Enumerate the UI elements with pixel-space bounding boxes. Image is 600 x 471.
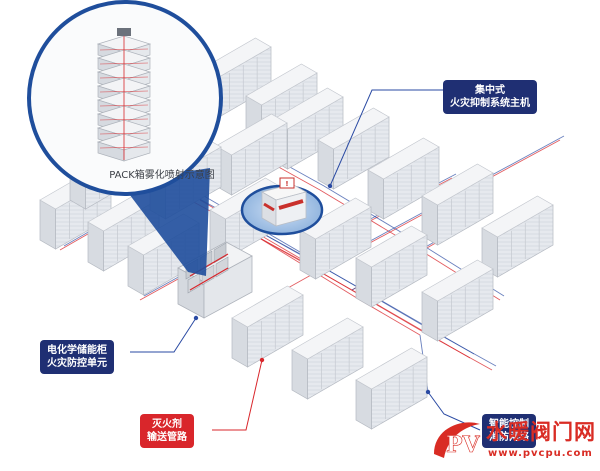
central-host-line-2: 火灾抑制系统主机 (450, 98, 530, 109)
storage-cabinet (317, 107, 390, 190)
pack-zoom-circle (27, 0, 223, 196)
pv-logo-icon: PV (434, 422, 481, 458)
cabinet-unit-callout: 电化学储能柜 火灾防控单元 (40, 340, 114, 374)
svg-text:!: ! (285, 180, 288, 188)
cabinet-unit-line-2: 火灾防控单元 (47, 358, 107, 369)
storage-cabinet (291, 317, 364, 400)
smart-control-line-1: 智能控制 (489, 419, 529, 430)
storage-cabinet (421, 259, 494, 342)
pv-logo-text: PV (446, 432, 481, 458)
watermark-url: www.pvcpu.com (488, 448, 593, 459)
pack-diagram-label: PACK箱雾化喷射示意图 (109, 170, 215, 181)
storage-cabinet (215, 113, 288, 196)
cabinet-unit-line-1: 电化学储能柜 (47, 345, 107, 356)
central-host-line-1: 集中式 (475, 85, 505, 96)
pipe-callout: 灭火剂 输送管路 (140, 414, 194, 448)
storage-cabinet (355, 347, 428, 430)
central-host-unit: ! (240, 177, 324, 236)
pack-stack (96, 28, 152, 162)
storage-cabinet (481, 195, 554, 278)
watermark: PV 水暖阀门网 www.pvcpu.com (428, 412, 598, 468)
storage-cabinet (355, 225, 428, 308)
storage-cabinet (367, 137, 440, 220)
storage-cabinet (231, 285, 304, 368)
storage-cabinet (299, 197, 372, 280)
smart-control-line-2: 消防网络 (489, 432, 529, 443)
pack-nozzle-head (117, 28, 131, 36)
zoom-cone (120, 168, 210, 276)
storage-cabinet (421, 163, 494, 246)
watermark-text: 水暖阀门网 (486, 420, 596, 444)
smart-control-callout: 智能控制 消防网络 (482, 414, 536, 448)
central-host-callout: 集中式 火灾抑制系统主机 (443, 80, 537, 114)
pipe-line-1: 灭火剂 (152, 419, 182, 430)
pipe-line-2: 输送管路 (147, 432, 187, 443)
